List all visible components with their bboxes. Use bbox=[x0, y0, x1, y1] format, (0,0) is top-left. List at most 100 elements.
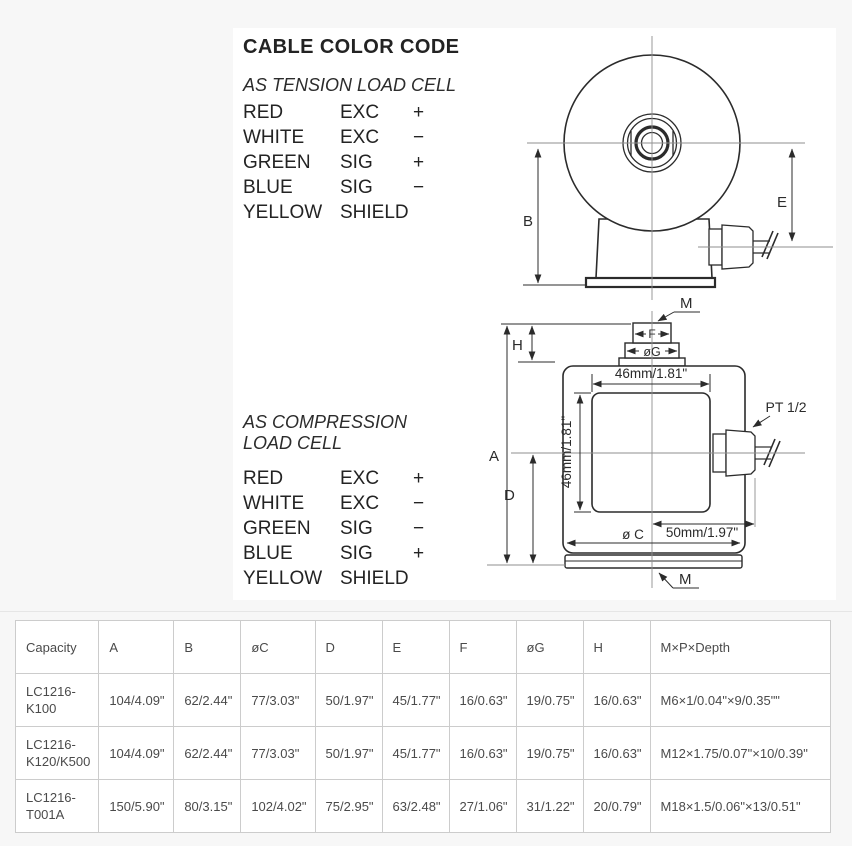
cell-B: 80/3.15" bbox=[173, 779, 242, 833]
dim-50mm: 50mm/1.97" bbox=[666, 525, 739, 540]
header-D: D bbox=[314, 620, 383, 674]
cell-mpdepth: M18×1.5/0.06"×13/0.51" bbox=[649, 779, 831, 833]
cable-code-row: RED EXC + bbox=[243, 100, 437, 125]
dim-label-D: D bbox=[504, 487, 515, 504]
wire-signal: EXC bbox=[340, 101, 380, 123]
wire-color: BLUE bbox=[243, 176, 293, 198]
compression-heading-line1: AS COMPRESSION bbox=[243, 412, 408, 432]
cell-mpdepth: M6×1/0.04"×9/0.35"" bbox=[649, 673, 831, 727]
header-H: H bbox=[582, 620, 651, 674]
wire-signal: EXC bbox=[340, 126, 380, 148]
cable-code-row: YELLOW SHIELD bbox=[243, 200, 437, 225]
wire-signal: SIG bbox=[340, 542, 373, 564]
cell-oC: 102/4.02" bbox=[240, 779, 316, 833]
dim-label-F: F bbox=[648, 327, 655, 341]
dim-label-M-bottom: M bbox=[679, 571, 692, 588]
wire-signal: SHIELD bbox=[340, 201, 409, 223]
loadcell-technical-drawing: B E M bbox=[487, 36, 833, 589]
header-capacity: Capacity bbox=[14, 620, 100, 674]
wire-polarity: + bbox=[413, 151, 425, 173]
header-F: F bbox=[448, 620, 517, 674]
cable-code-row: BLUE SIG + bbox=[243, 541, 437, 566]
header-A: A bbox=[98, 620, 175, 674]
cell-A: 150/5.90" bbox=[98, 779, 175, 833]
cell-H: 16/0.63" bbox=[582, 726, 651, 780]
tension-heading: AS TENSION LOAD CELL bbox=[243, 75, 457, 95]
cell-capacity: LC1216-K100 bbox=[14, 673, 100, 727]
cable-code-row: YELLOW SHIELD bbox=[243, 566, 437, 591]
cell-oG: 19/0.75" bbox=[515, 673, 584, 727]
cable-code-row: RED EXC + bbox=[243, 466, 437, 491]
wire-signal: SIG bbox=[340, 176, 373, 198]
tension-view-outline bbox=[563, 54, 779, 289]
compression-code-list: RED EXC + WHITE EXC − GREEN SIG − BLUE S… bbox=[243, 466, 437, 591]
wire-color: YELLOW bbox=[243, 567, 323, 589]
cell-E: 45/1.77" bbox=[381, 726, 450, 780]
dim-46mm-horizontal: 46mm/1.81" bbox=[615, 366, 688, 381]
cable-code-row: WHITE EXC − bbox=[243, 491, 437, 516]
cell-capacity: LC1216-T001A bbox=[14, 779, 100, 833]
dim-label-B: B bbox=[523, 213, 533, 230]
wire-signal: SHIELD bbox=[340, 567, 409, 589]
cable-code-row: GREEN SIG − bbox=[243, 516, 437, 541]
dim-label-oC: ø C bbox=[622, 527, 644, 542]
cable-code-row: BLUE SIG − bbox=[243, 175, 437, 200]
wire-polarity: + bbox=[413, 467, 425, 489]
table-row: LC1216-K100 104/4.09" 62/2.44" 77/3.03" … bbox=[14, 673, 831, 727]
table-row: LC1216-K120/K500 104/4.09" 62/2.44" 77/3… bbox=[14, 726, 831, 780]
cell-F: 16/0.63" bbox=[448, 726, 517, 780]
dim-label-oG: øG bbox=[643, 345, 660, 359]
compression-heading: AS COMPRESSION LOAD CELL bbox=[243, 412, 423, 454]
cable-color-code-title: CABLE COLOR CODE bbox=[243, 36, 460, 58]
cell-B: 62/2.44" bbox=[173, 726, 242, 780]
wire-polarity: − bbox=[413, 126, 425, 148]
tension-dimensions bbox=[523, 148, 796, 322]
cell-E: 45/1.77" bbox=[381, 673, 450, 727]
cell-D: 50/1.97" bbox=[314, 726, 383, 780]
wire-polarity: + bbox=[413, 101, 425, 123]
wire-color: WHITE bbox=[243, 492, 305, 514]
tension-code-list: RED EXC + WHITE EXC − GREEN SIG + BLUE S… bbox=[243, 100, 437, 225]
table-header-row: Capacity A B øC D E F øG H M×P×Depth bbox=[14, 620, 831, 674]
wire-color: YELLOW bbox=[243, 201, 323, 223]
wire-signal: SIG bbox=[340, 151, 373, 173]
cell-mpdepth: M12×1.75/0.07"×10/0.39" bbox=[649, 726, 831, 780]
header-oG: øG bbox=[515, 620, 584, 674]
cell-A: 104/4.09" bbox=[98, 726, 175, 780]
cell-D: 75/2.95" bbox=[314, 779, 383, 833]
cell-F: 27/1.06" bbox=[448, 779, 517, 833]
dimensions-spec-table: Capacity A B øC D E F øG H M×P×Depth LC1… bbox=[14, 620, 831, 833]
wire-signal: SIG bbox=[340, 517, 373, 539]
header-mpdepth: M×P×Depth bbox=[649, 620, 831, 674]
cell-D: 50/1.97" bbox=[314, 673, 383, 727]
cell-F: 16/0.63" bbox=[448, 673, 517, 727]
wire-polarity: − bbox=[413, 492, 425, 514]
header-B: B bbox=[173, 620, 242, 674]
wire-signal: EXC bbox=[340, 492, 380, 514]
cell-E: 63/2.48" bbox=[381, 779, 450, 833]
cell-B: 62/2.44" bbox=[173, 673, 242, 727]
loadcell-diagram-scan: CABLE COLOR CODE AS TENSION LOAD CELL RE… bbox=[233, 28, 836, 600]
wire-color: RED bbox=[243, 101, 284, 123]
cell-oG: 19/0.75" bbox=[515, 726, 584, 780]
cell-oC: 77/3.03" bbox=[240, 726, 316, 780]
wire-polarity: + bbox=[413, 542, 425, 564]
cell-H: 20/0.79" bbox=[582, 779, 651, 833]
compression-heading-line2: LOAD CELL bbox=[243, 433, 343, 453]
cell-oC: 77/3.03" bbox=[240, 673, 316, 727]
dim-label-M-top: M bbox=[680, 295, 693, 312]
cell-A: 104/4.09" bbox=[98, 673, 175, 727]
label-PT-half: PT 1/2 bbox=[766, 399, 807, 415]
tension-centerlines bbox=[527, 36, 833, 300]
dim-46mm-vertical: 46mm/1.81" bbox=[559, 416, 574, 489]
cable-code-row: WHITE EXC − bbox=[243, 125, 437, 150]
header-E: E bbox=[381, 620, 450, 674]
cell-oG: 31/1.22" bbox=[515, 779, 584, 833]
wire-color: BLUE bbox=[243, 542, 293, 564]
wire-color: GREEN bbox=[243, 151, 311, 173]
dim-label-E: E bbox=[777, 194, 787, 211]
cell-capacity: LC1216-K120/K500 bbox=[14, 726, 100, 780]
wire-signal: EXC bbox=[340, 467, 380, 489]
section-divider bbox=[0, 611, 852, 612]
